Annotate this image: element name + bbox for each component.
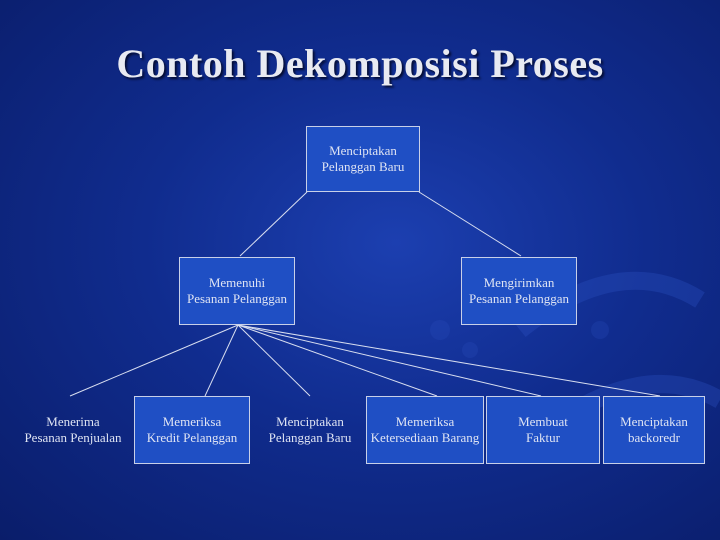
root-process-line1: Menciptakan bbox=[329, 143, 397, 158]
leaf-line1: Menciptakan bbox=[620, 414, 688, 429]
leaf-line1: Memeriksa bbox=[162, 414, 222, 429]
leaf-line1: Menerima bbox=[46, 414, 100, 429]
subprocess-line2: Pesanan Pelanggan bbox=[186, 291, 287, 306]
subprocess-line2: Pesanan Pelanggan bbox=[468, 291, 569, 306]
leaf-process-memeriksa-ketersediaan: Memeriksa Ketersediaan Barang bbox=[366, 396, 484, 464]
leaf-line2: backoredr bbox=[628, 430, 680, 445]
connector-to-membuat bbox=[237, 324, 542, 397]
leaf-process-menciptakan-backorder: Menciptakan backoredr bbox=[603, 396, 705, 464]
subprocess-line1: Memenuhi bbox=[208, 275, 266, 290]
leaf-line1: Menciptakan bbox=[276, 414, 344, 429]
leaf-line2: Ketersediaan Barang bbox=[370, 430, 480, 445]
leaf-line1: Memeriksa bbox=[395, 414, 455, 429]
leaf-line2: Pesanan Penjualan bbox=[24, 430, 122, 445]
leaf-process-menciptakan: Menciptakan Pelanggan Baru bbox=[254, 398, 366, 462]
subprocess-line1: Mengirimkan bbox=[483, 275, 555, 290]
leaf-line2: Kredit Pelanggan bbox=[146, 430, 238, 445]
connector-to-menerima bbox=[69, 324, 239, 397]
connector-to-memeriksa-kredit bbox=[204, 324, 239, 397]
connector-root-right bbox=[418, 191, 522, 257]
connector-to-menciptakan-backorder bbox=[237, 324, 661, 397]
slide-title: Contoh Dekomposisi Proses bbox=[116, 41, 604, 86]
subprocess-box-mengirimkan: Mengirimkan Pesanan Pelanggan bbox=[461, 257, 577, 325]
leaf-line2: Pelanggan Baru bbox=[268, 430, 352, 445]
leaf-line1: Membuat bbox=[518, 414, 568, 429]
root-process-box: Menciptakan Pelanggan Baru bbox=[306, 126, 420, 192]
leaf-process-menerima: Menerima Pesanan Penjualan bbox=[14, 398, 132, 462]
leaf-process-memeriksa-kredit: Memeriksa Kredit Pelanggan bbox=[134, 396, 250, 464]
connector-to-menciptakan bbox=[237, 324, 311, 397]
root-process-line2: Pelanggan Baru bbox=[321, 159, 405, 174]
connector-root-left bbox=[239, 191, 308, 257]
leaf-line2: Faktur bbox=[526, 430, 560, 445]
connector-to-memeriksa-ketersediaan bbox=[237, 324, 438, 397]
leaf-process-membuat-faktur: Membuat Faktur bbox=[486, 396, 600, 464]
subprocess-box-memenuhi: Memenuhi Pesanan Pelanggan bbox=[179, 257, 295, 325]
